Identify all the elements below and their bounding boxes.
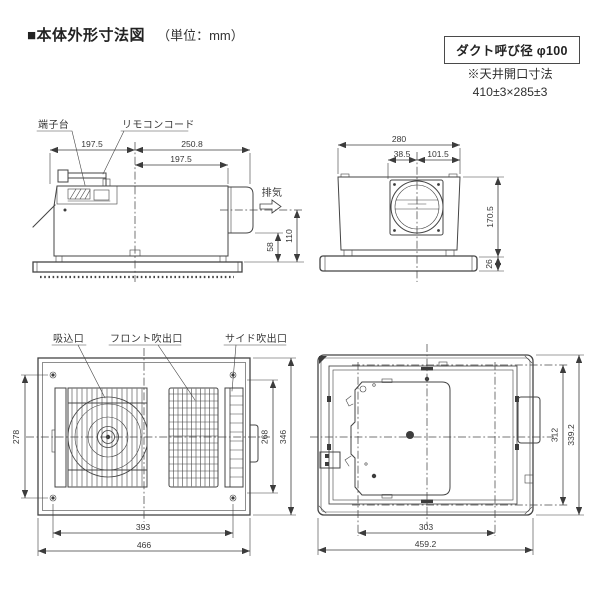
dim-label: 250.8 — [181, 139, 203, 149]
dim-label: 101.5 — [427, 149, 449, 159]
dim-label: 197.5 — [170, 154, 192, 164]
top-view-outline — [310, 344, 568, 536]
exhaust-arrow-icon — [259, 199, 282, 214]
ceiling-opening-note: ※天井開口寸法 410±3×285±3 — [438, 66, 582, 101]
rear-view-outline — [319, 152, 478, 282]
bottom-view-dimensions: 278 268 346 393 466 — [11, 357, 296, 556]
top-view-dimensions: 312 339.2 303 459.2 — [317, 354, 584, 555]
dim-label: 459.2 — [415, 539, 437, 549]
remote-cord-label: リモコンコード — [122, 120, 195, 131]
rear-view-dimensions: 280 38.5 101.5 170.5 26 — [337, 134, 504, 272]
dim-label: 346 — [278, 430, 288, 445]
dim-label: 110 — [284, 229, 294, 243]
dim-label: 26 — [484, 259, 494, 269]
dim-label: 393 — [136, 522, 151, 532]
dim-label: 268 — [260, 430, 270, 445]
terminal-block-label: 端子台 — [38, 118, 69, 131]
bottom-view-outline — [26, 348, 270, 522]
dim-label: 278 — [11, 430, 21, 445]
rear-view-drawing: 280 38.5 101.5 170.5 26 — [319, 134, 504, 282]
side-outlet — [224, 387, 244, 488]
ceiling-note-line2: 410±3×285±3 — [472, 84, 548, 99]
ceiling-note-line1: ※天井開口寸法 — [467, 67, 553, 81]
dim-label: 197.5 — [81, 139, 103, 149]
side-view-dimensions: 197.5 250.8 197.5 58 110 — [49, 139, 304, 263]
side-view-callouts: 端子台 リモコンコード 排気 — [36, 118, 283, 214]
front-outlet-grille — [168, 387, 219, 488]
top-view-drawing: 312 339.2 303 459.2 — [310, 344, 584, 555]
dim-label: 58 — [265, 242, 275, 252]
side-outlet-label: サイド吹出口 — [225, 332, 287, 345]
dim-label: 38.5 — [394, 149, 411, 159]
page-title: ■本体外形寸法図 — [27, 27, 146, 44]
exhaust-label: 排気 — [262, 186, 283, 199]
duct-diameter-badge: ダクト呼び径 φ100 — [444, 36, 580, 64]
page-header: ■本体外形寸法図 （単位：mm） — [27, 24, 244, 45]
front-outlet-label: フロント吹出口 — [110, 332, 183, 345]
side-view-drawing: 197.5 250.8 197.5 58 110 端子台 リモコンコード 排気 — [32, 118, 304, 282]
corner-screws — [49, 371, 237, 502]
dim-label: 170.5 — [485, 206, 495, 228]
suction-grille — [51, 387, 148, 488]
bottom-view-callouts: 吸込口 フロント吹出口 サイド吹出口 — [51, 332, 287, 401]
unit-note: （単位：mm） — [157, 28, 244, 43]
suction-inlet-label: 吸込口 — [53, 333, 84, 345]
dim-label: 312 — [550, 428, 560, 443]
bottom-view-drawing: 吸込口 フロント吹出口 サイド吹出口 — [11, 332, 296, 556]
dim-label: 303 — [419, 522, 434, 532]
side-view-outline — [32, 142, 304, 282]
dim-label: 280 — [392, 134, 407, 144]
dim-label: 466 — [137, 540, 152, 550]
dim-label: 339.2 — [566, 424, 576, 446]
